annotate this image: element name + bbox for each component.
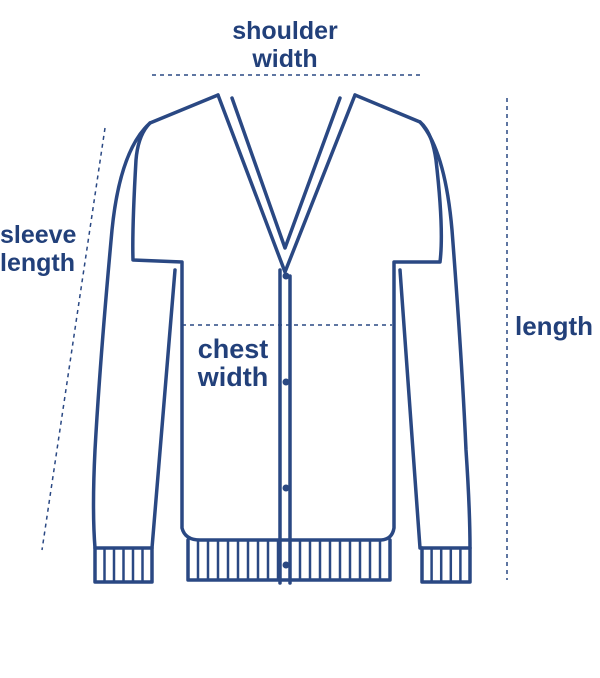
chest-width-label-line2: width: [197, 362, 269, 392]
shoulder-width-label: shoulder width: [220, 17, 350, 73]
right-sleeve-outline: [398, 120, 472, 550]
cardigan-button: [282, 272, 290, 280]
sleeve-length-label-line2: length: [0, 249, 75, 277]
length-label-text: length: [515, 311, 593, 341]
collar-outline: [216, 93, 357, 274]
right-cuff-rib: [420, 546, 472, 584]
chest-width-label-line1: chest: [197, 334, 269, 364]
shoulder-width-label-line2: width: [252, 45, 318, 73]
left-sleeve-outline: [91, 121, 177, 550]
length-label: length: [515, 312, 600, 340]
cardigan-button: [282, 561, 290, 569]
cardigan-button: [282, 484, 290, 492]
cardigan-body-outline: [131, 93, 444, 542]
collar-inner-line: [230, 96, 342, 250]
waistband-rib: [186, 538, 392, 582]
sleeve-length-measure-line: [41, 127, 106, 551]
sleeve-length-label-line1: sleeve: [0, 221, 77, 249]
shoulder-width-label-line1: shoulder: [232, 17, 338, 45]
chest-width-label: chest width: [188, 335, 278, 391]
sleeve-length-label: sleeve length: [0, 221, 80, 277]
cardigan-button: [282, 378, 290, 386]
